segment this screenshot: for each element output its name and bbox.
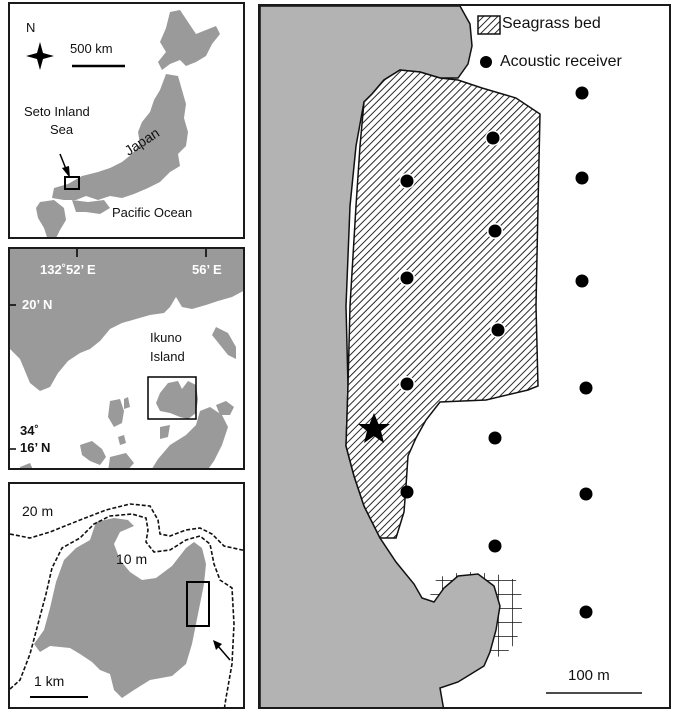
seto-inland-sea-label-1: Seto Inland <box>24 104 90 119</box>
ikuno-island-shape <box>34 518 206 698</box>
contour-label-10m: 10 m <box>116 551 148 567</box>
japan-map <box>26 10 220 237</box>
seto-inland-sea-label-2: Sea <box>50 122 74 137</box>
legend-hatch-swatch <box>477 15 501 35</box>
north-arrow-icon <box>26 42 54 70</box>
longitude-tick-label-2: 56’ E <box>192 262 222 277</box>
latitude-tick-label-2a: 34˚ <box>20 423 39 438</box>
scale-label-500km: 500 km <box>70 41 113 56</box>
pacific-ocean-label: Pacific Ocean <box>112 205 193 220</box>
study-site-panel: Seagrass bed Acoustic receiver 100 m <box>258 4 671 709</box>
regional-map-panel: 132˚52’ E 56’ E 20’ N 34˚ 16’ N Ikuno Is… <box>8 247 245 470</box>
longitude-tick-label-1: 132˚52’ E <box>40 262 96 277</box>
legend-receiver-dot-icon <box>480 56 492 68</box>
regional-map <box>10 249 243 468</box>
seto-inland-sea-box <box>64 176 80 190</box>
ikuno-island-label-2: Island <box>150 349 185 364</box>
ikuno-island-shape <box>156 381 198 419</box>
latitude-tick-label-2b: 16’ N <box>20 440 51 455</box>
legend-seagrass-label: Seagrass bed <box>502 15 601 32</box>
north-label: N <box>26 20 36 35</box>
study-site-map <box>260 6 642 707</box>
study-site-box <box>186 581 210 627</box>
seagrass-bed-area <box>345 69 541 539</box>
legend-receiver-label: Acoustic receiver <box>500 53 622 70</box>
arrow-icon <box>217 645 231 661</box>
scale-label-1km: 1 km <box>34 673 65 689</box>
island-detail-map <box>10 503 243 707</box>
release-site-star-icon <box>358 413 390 443</box>
acoustic-receivers <box>399 86 593 619</box>
scale-label-100m: 100 m <box>568 667 610 684</box>
island-detail-panel: 20 m 10 m 1 km <box>8 482 245 709</box>
ikuno-island-label-1: Ikuno <box>150 330 182 345</box>
latitude-tick-label-1: 20’ N <box>22 297 53 312</box>
contour-label-20m: 20 m <box>22 503 54 519</box>
japan-overview-panel: N 500 km Seto Inland Sea Japan Pacific O… <box>8 2 245 239</box>
ikuno-island-box <box>147 376 197 420</box>
